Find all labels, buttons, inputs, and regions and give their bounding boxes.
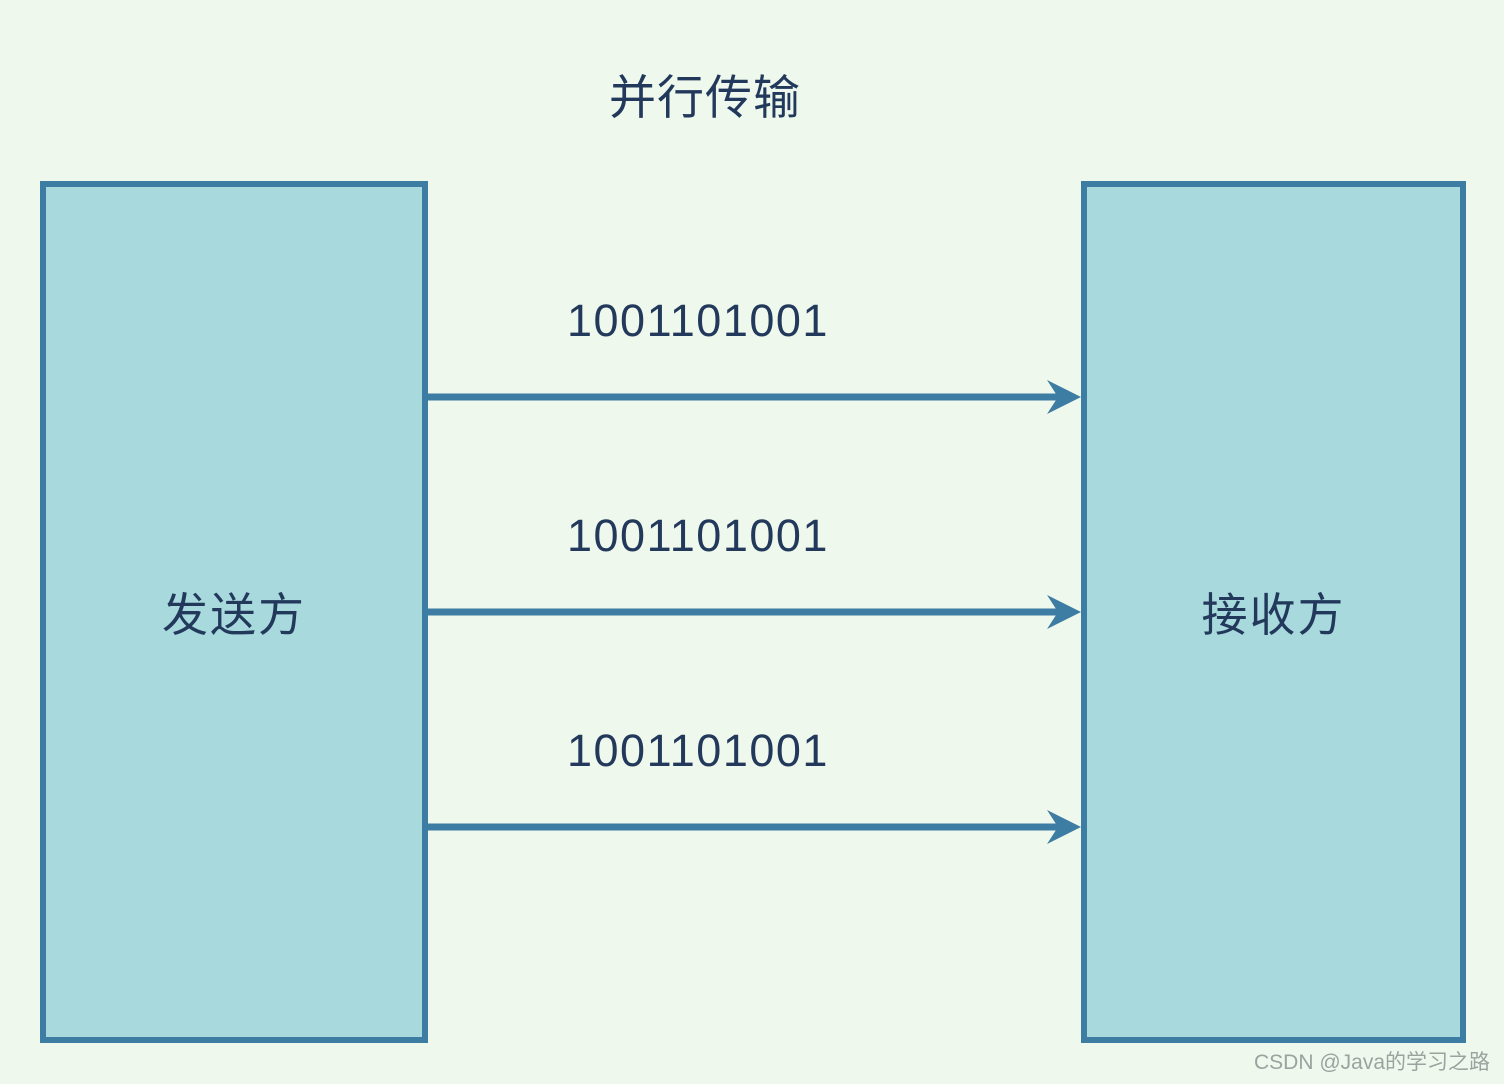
- watermark: CSDN @Java的学习之路: [1253, 1051, 1490, 1074]
- arrow-icon: [427, 380, 1081, 414]
- node-receiver-label: 接收方: [1201, 589, 1346, 641]
- channel-0-label: 1001101001: [567, 295, 829, 346]
- channel-1-label: 1001101001: [567, 510, 829, 561]
- node-receiver[interactable]: 接收方: [1081, 181, 1466, 1043]
- arrow-icon: [427, 595, 1081, 629]
- channel-2-label: 1001101001: [567, 725, 829, 776]
- page-title: 并行传输: [609, 71, 801, 124]
- node-sender-label: 发送方: [162, 589, 306, 641]
- arrow-icon: [427, 810, 1081, 844]
- node-sender[interactable]: 发送方: [40, 181, 428, 1043]
